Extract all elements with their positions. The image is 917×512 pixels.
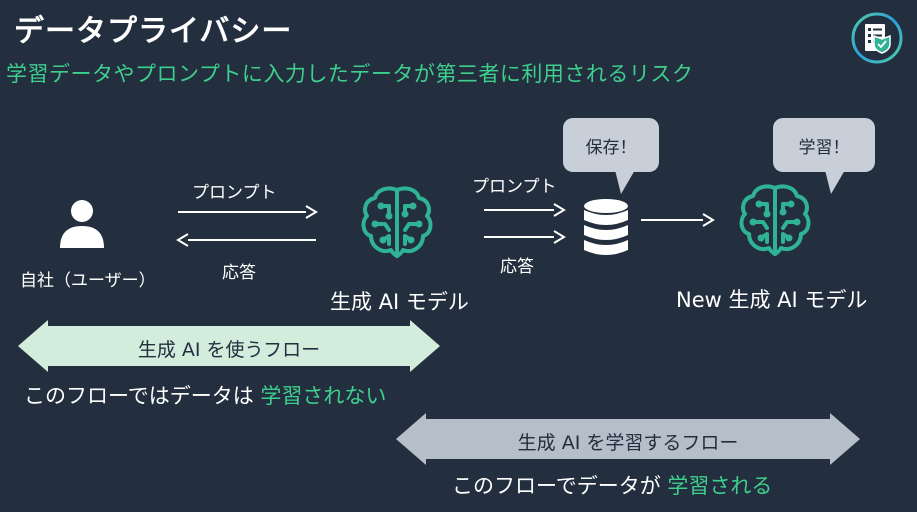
prompt-label-2: プロンプト — [472, 177, 557, 197]
arrow-right-icon — [484, 230, 566, 244]
user-label: 自社（ユーザー） — [20, 271, 156, 291]
user-icon — [60, 200, 104, 248]
save-bubble-text: 保存！ — [585, 138, 637, 158]
learn-flow-label: 生成 AI を学習するフロー — [517, 432, 739, 454]
page-subtitle: 学習データやプロンプトに入力したデータが第三者に利用されるリスク — [6, 62, 694, 86]
response-label-1: 応答 — [222, 263, 256, 283]
model-label: 生成 AI モデル — [330, 290, 469, 314]
arrow-right-icon — [641, 213, 715, 227]
speech-bubble-save — [563, 118, 659, 194]
arrow-right-icon — [484, 203, 566, 217]
database-icon — [584, 199, 628, 255]
use-flow-label: 生成 AI を使うフロー — [137, 339, 321, 361]
prompt-label-1: プロンプト — [192, 183, 277, 203]
learn-flow-band — [396, 413, 860, 465]
learn-note-text: このフローでデータが — [452, 474, 668, 498]
learn-flow-note: このフローでデータが 学習される — [452, 470, 772, 500]
learn-bubble-text: 学習！ — [798, 138, 850, 158]
use-flow-band — [18, 320, 440, 372]
arrow-right-icon — [178, 205, 318, 219]
use-note-text: このフローではデータは — [24, 384, 261, 408]
page-title: データプライバシー — [14, 14, 293, 49]
new-model-label: New 生成 AI モデル — [676, 288, 868, 312]
brain-circuit-icon — [739, 184, 811, 256]
use-note-highlight: 学習されない — [260, 384, 387, 408]
learn-note-highlight: 学習される — [667, 474, 773, 498]
use-flow-note: このフローではデータは 学習されない — [24, 380, 386, 410]
response-label-2: 応答 — [500, 257, 534, 277]
checklist-shield-icon — [851, 12, 903, 64]
brain-circuit-icon — [361, 186, 433, 258]
speech-bubble-learn — [773, 118, 875, 194]
arrow-left-icon — [176, 233, 316, 247]
